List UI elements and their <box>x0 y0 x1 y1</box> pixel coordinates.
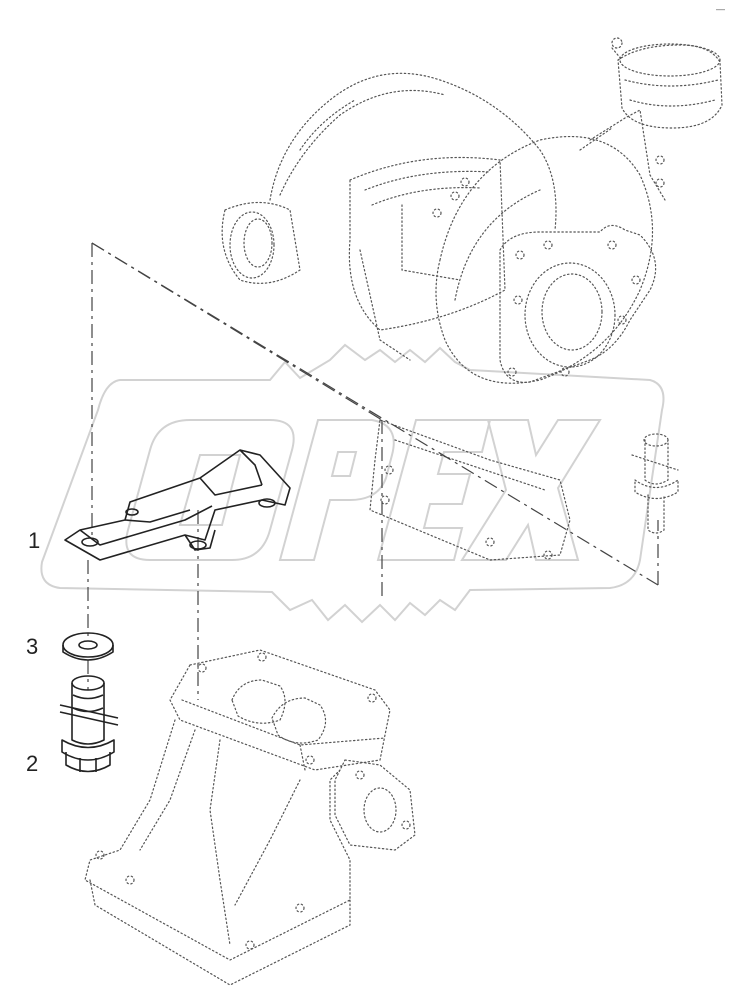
bolt-shank <box>71 683 105 745</box>
elbow-port-right <box>271 697 327 744</box>
bolt-flange-head <box>61 739 115 761</box>
washer-hole <box>78 640 98 650</box>
turbo-compressor-housing <box>269 72 557 231</box>
callout-2: 2 <box>26 751 39 776</box>
watermark-letter-p <box>278 419 395 561</box>
callout-1: 1 <box>28 528 41 553</box>
callout-3: 3 <box>26 634 39 659</box>
elbow-port-left <box>231 679 286 724</box>
turbo-compressor-inlet <box>221 201 301 284</box>
watermark <box>40 343 665 624</box>
watermark-letter-x <box>460 419 602 561</box>
turbo-mounting-foot <box>369 419 571 561</box>
bracket-hole-center <box>189 540 207 550</box>
bracket-hole-left <box>81 537 99 547</box>
assembly-center-lines <box>87 242 659 700</box>
bolt-part <box>59 675 119 773</box>
exhaust-elbow-phantom <box>84 649 416 986</box>
bracket-slot <box>125 508 139 516</box>
center-line-turbo-to-bolt <box>91 242 659 586</box>
watermark-gear-outline <box>40 343 665 624</box>
elbow-side-flange <box>334 759 416 851</box>
washer-part <box>62 632 114 661</box>
turbo-wastegate-rod <box>589 109 666 201</box>
turbocharger-phantom <box>221 37 723 561</box>
turbo-bolt-phantom <box>631 433 679 534</box>
elbow-body <box>84 719 351 961</box>
elbow-top-flange <box>169 649 391 771</box>
bracket-hole-right <box>258 498 276 508</box>
watermark-letter-e <box>376 419 492 561</box>
corner-mark: — <box>716 4 725 14</box>
turbo-wastegate-actuator <box>617 44 723 129</box>
turbo-turbine-housing <box>435 135 654 384</box>
bracket-part <box>64 449 291 561</box>
turbo-outlet-flange <box>499 224 657 383</box>
turbo-center-housing <box>348 156 506 331</box>
watermark-letter-o <box>125 419 295 561</box>
washer-outer <box>62 632 114 658</box>
